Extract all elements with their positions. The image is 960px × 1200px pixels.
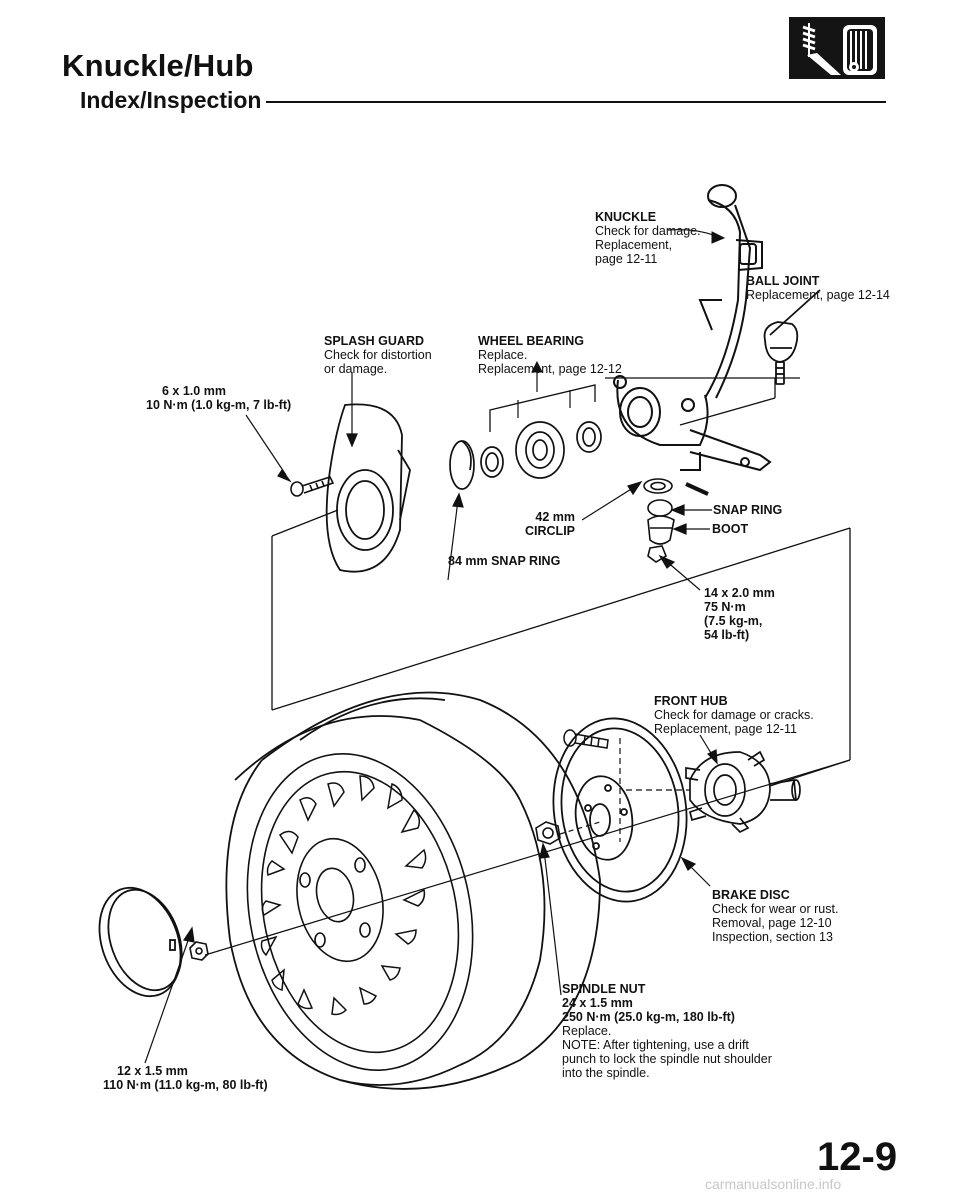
- callout-front-hub: FRONT HUB Check for damage or cracks. Re…: [654, 694, 814, 736]
- splash-bolt-icon: [290, 476, 335, 497]
- callout-line: 12 x 1.5 mm: [117, 1064, 188, 1078]
- callout-title: KNUCKLE: [595, 210, 657, 224]
- callout-line: Replace.: [478, 348, 528, 362]
- callout-line: 42 mm: [535, 510, 575, 524]
- callout-splash-bolt: 6 x 1.0 mm 10 N·m (1.0 kg-m, 7 lb-ft): [146, 384, 291, 412]
- callout-splash-guard: SPLASH GUARD Check for distortion or dam…: [324, 334, 432, 376]
- callout-line: Replacement, page 12-12: [478, 362, 622, 376]
- page-title: Knuckle/Hub: [62, 48, 254, 83]
- callout-wheel-bearing: WHEEL BEARING Replace. Replacement, page…: [478, 334, 622, 376]
- callout-title: WHEEL BEARING: [478, 334, 585, 348]
- splash-guard-icon: [325, 403, 411, 573]
- callout-line: Replacement, page 12-11: [654, 722, 797, 736]
- header-rule: [266, 101, 886, 103]
- tire-icon: [225, 691, 601, 1090]
- callout-wheel-nut: 12 x 1.5 mm 110 N·m (11.0 kg-m, 80 lb-ft…: [103, 1064, 268, 1092]
- callout-line: Check for damage.: [595, 224, 701, 238]
- callout-circlip: 42 mm CIRCLIP: [525, 510, 575, 538]
- callout-line: Check for damage or cracks.: [654, 708, 814, 722]
- ball-joint-icon: [763, 289, 821, 385]
- wheel-bearing-icon: [449, 360, 602, 490]
- leader-lines: [144, 372, 718, 1064]
- callout-line: Replace.: [562, 1024, 612, 1038]
- callout-title: SPLASH GUARD: [324, 334, 425, 348]
- callout-line: (7.5 kg-m,: [704, 614, 763, 628]
- callout-line: 24 x 1.5 mm: [562, 996, 633, 1010]
- spindle-nut-icon: [535, 821, 601, 845]
- callout-line: CIRCLIP: [525, 524, 575, 538]
- callout-spindle-nut: SPINDLE NUT 24 x 1.5 mm 250 N·m (25.0 kg…: [562, 982, 772, 1080]
- callout-line: Replacement, page 12-14: [746, 288, 890, 302]
- callout-boot: BOOT: [712, 522, 748, 536]
- callout-line: punch to lock the spindle nut shoulder: [562, 1052, 772, 1066]
- callout-line: into the spindle.: [562, 1066, 650, 1080]
- page-subtitle: Index/Inspection: [80, 87, 262, 113]
- axle-line: [204, 759, 851, 956]
- callout-line: NOTE: After tightening, use a drift: [562, 1038, 749, 1052]
- callout-title: SPINDLE NUT: [562, 982, 646, 996]
- callout-line: Replacement,: [595, 238, 673, 252]
- callout-line: 250 N·m (25.0 kg-m, 180 lb-ft): [562, 1010, 735, 1024]
- callout-snap-ring-84: 84 mm SNAP RING: [448, 554, 560, 568]
- watermark: carmanualsonline.info: [705, 1176, 842, 1192]
- callout-line: 110 N·m (11.0 kg-m, 80 lb-ft): [103, 1078, 268, 1092]
- disc-screw-icon: [563, 729, 609, 749]
- callout-line: page 12-11: [595, 252, 658, 266]
- callout-line: Check for wear or rust.: [712, 902, 839, 916]
- callout-title: FRONT HUB: [654, 694, 728, 708]
- callout-snap-ring: SNAP RING: [713, 503, 782, 517]
- callout-line: Check for distortion: [324, 348, 432, 362]
- page-number: 12-9: [817, 1135, 898, 1179]
- callout-knuckle: KNUCKLE Check for damage. Replacement, p…: [595, 210, 701, 266]
- callout-line: BOOT: [712, 522, 749, 536]
- callout-line: 54 lb-ft): [704, 628, 750, 642]
- wheel-rim-icon: [246, 753, 474, 1071]
- castle-nut-icon: [647, 545, 667, 563]
- snap-ring-icon: [643, 478, 709, 517]
- boot-icon: [647, 515, 675, 545]
- callout-line: 6 x 1.0 mm: [162, 384, 226, 398]
- callout-title: BRAKE DISC: [712, 888, 790, 902]
- front-hub-icon: [626, 750, 801, 834]
- callout-ball-joint: BALL JOINT Replacement, page 12-14: [746, 274, 890, 302]
- wheel-nut-icon: [189, 941, 209, 961]
- callout-line: Removal, page 12-10: [712, 916, 832, 930]
- suspension-icon: [789, 17, 885, 79]
- knuckle-icon: [613, 184, 772, 472]
- callout-title: BALL JOINT: [746, 274, 820, 288]
- callout-line: 10 N·m (1.0 kg-m, 7 lb-ft): [146, 398, 292, 412]
- callout-line: Inspection, section 13: [712, 930, 833, 944]
- callout-brake-disc: BRAKE DISC Check for wear or rust. Remov…: [712, 888, 838, 944]
- callout-line: 84 mm SNAP RING: [448, 554, 561, 568]
- callout-line: 14 x 2.0 mm: [704, 586, 775, 600]
- brake-disc-icon: [552, 717, 688, 903]
- callout-ball-joint-nut: 14 x 2.0 mm 75 N·m (7.5 kg-m, 54 lb-ft): [704, 586, 775, 642]
- callout-line: SNAP RING: [713, 503, 783, 517]
- callout-line: or damage.: [324, 362, 388, 376]
- hub-cap-icon: [98, 886, 183, 998]
- callout-line: 75 N·m: [704, 600, 746, 614]
